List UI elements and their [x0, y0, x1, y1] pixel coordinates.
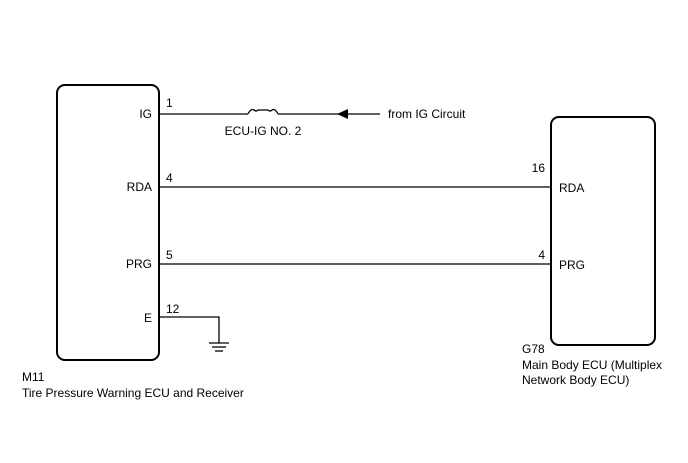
left-terminal-prg: PRG — [126, 257, 152, 271]
ground-icon — [209, 342, 229, 352]
right-terminal-rda: RDA — [559, 181, 584, 195]
left-pin-e: 12 — [166, 302, 180, 316]
left-pin-rda: 4 — [166, 171, 173, 185]
fuse-icon — [247, 108, 279, 115]
left-terminal-e: E — [144, 311, 152, 325]
left-ecu-box — [56, 84, 160, 361]
right-pin-prg: 4 — [538, 248, 545, 262]
left-terminal-rda: RDA — [127, 180, 152, 194]
right-pin-rda: 16 — [532, 161, 546, 175]
left-pin-prg: 5 — [166, 248, 173, 262]
right-ecu-box — [550, 116, 656, 346]
left-terminal-ig: IG — [139, 107, 152, 121]
left-ecu-code: M11 — [22, 370, 45, 384]
fuse-label: ECU-IG NO. 2 — [225, 124, 302, 138]
right-ecu-name-line1: Main Body ECU (Multiplex — [522, 358, 662, 372]
left-pin-ig: 1 — [166, 96, 173, 110]
right-ecu-name-line2: Network Body ECU) — [522, 373, 629, 387]
right-terminal-prg: PRG — [559, 258, 585, 272]
right-ecu-code: G78 — [522, 342, 545, 356]
left-ecu-name: Tire Pressure Warning ECU and Receiver — [22, 386, 244, 400]
ground-wire — [159, 316, 220, 343]
source-label: from IG Circuit — [388, 107, 466, 121]
arrow-icon — [337, 109, 348, 119]
